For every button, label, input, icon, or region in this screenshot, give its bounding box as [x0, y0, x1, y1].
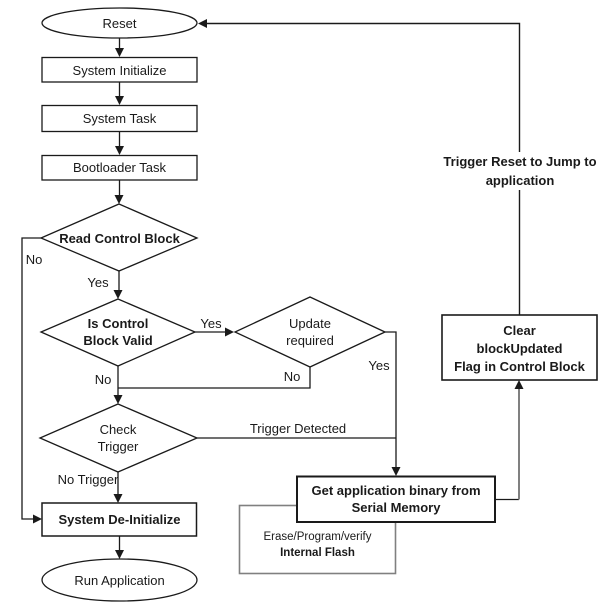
read-control-block-label: Read Control Block: [59, 231, 180, 246]
node-system-task: [41, 104, 198, 133]
arrow-down-icon: [115, 96, 124, 105]
edge-read-no-left: [21, 237, 41, 520]
node-read-control-block: [39, 203, 199, 272]
node-system-deinitialize: [41, 502, 198, 537]
get-application-binary-label: Get application binary from Serial Memor…: [311, 483, 481, 515]
edge-label-trigger-detected: Trigger Detected: [249, 421, 347, 436]
run-application-label: Run Application: [74, 573, 165, 588]
arrow-down-icon: [115, 146, 124, 155]
edge-label-update-no: No: [283, 369, 301, 384]
trigger-reset-note: Trigger Reset to Jump to application: [437, 152, 603, 190]
node-bootloader-task: [41, 154, 198, 181]
node-check-trigger: [38, 403, 199, 473]
arrow-down-icon: [115, 48, 124, 57]
edge-label-read-no: No: [25, 252, 43, 267]
node-get-application-binary: [296, 475, 496, 523]
bootloader-task-label: Bootloader Task: [73, 160, 166, 175]
nodes: [38, 7, 598, 602]
arrow-down-icon: [113, 494, 123, 503]
edge-label-read-yes: Yes: [87, 275, 109, 290]
node-update-required: [233, 296, 387, 368]
arrowheads: [33, 19, 524, 559]
arrow-down-icon: [115, 550, 124, 559]
internal-flash-label: Internal Flash: [280, 547, 355, 559]
edge-clear-to-reset: [200, 22, 521, 315]
arrow-down-icon: [391, 467, 401, 476]
check-trigger-label: Check Trigger: [97, 422, 139, 454]
erase-program-verify-label: Erase/Program/verify: [263, 531, 372, 543]
update-required-label: Update required: [286, 316, 334, 348]
is-control-block-valid-label: Is Control Block Valid: [83, 316, 153, 348]
arrow-down-icon: [114, 195, 124, 204]
arrow-up-icon: [514, 380, 524, 389]
system-initialize-label: System Initialize: [72, 63, 167, 78]
edge-label-update-yes: Yes: [368, 358, 390, 373]
system-deinitialize-label: System De-Initialize: [58, 512, 181, 527]
node-run-application: [41, 558, 198, 602]
arrow-down-icon: [113, 395, 123, 404]
edge-label-no-trigger: No Trigger: [57, 472, 119, 487]
clear-block-updated-label: Clear blockUpdated Flag in Control Block: [454, 323, 585, 374]
edge-update-yes: [385, 331, 397, 469]
system-task-label: System Task: [82, 111, 157, 126]
node-clear-block-updated: [441, 314, 598, 381]
node-reset: [41, 7, 198, 39]
edge-label-valid-yes: Yes: [200, 316, 222, 331]
edge-label-valid-no: No: [94, 372, 112, 387]
reset-label: Reset: [102, 16, 137, 31]
edge-update-no-return: [118, 367, 311, 389]
node-system-initialize: [41, 56, 198, 83]
arrow-left-icon: [198, 19, 207, 28]
arrow-right-icon: [33, 514, 42, 524]
arrow-down-icon: [113, 290, 123, 299]
node-is-control-block-valid: [39, 298, 197, 367]
arrow-right-icon: [225, 327, 234, 337]
